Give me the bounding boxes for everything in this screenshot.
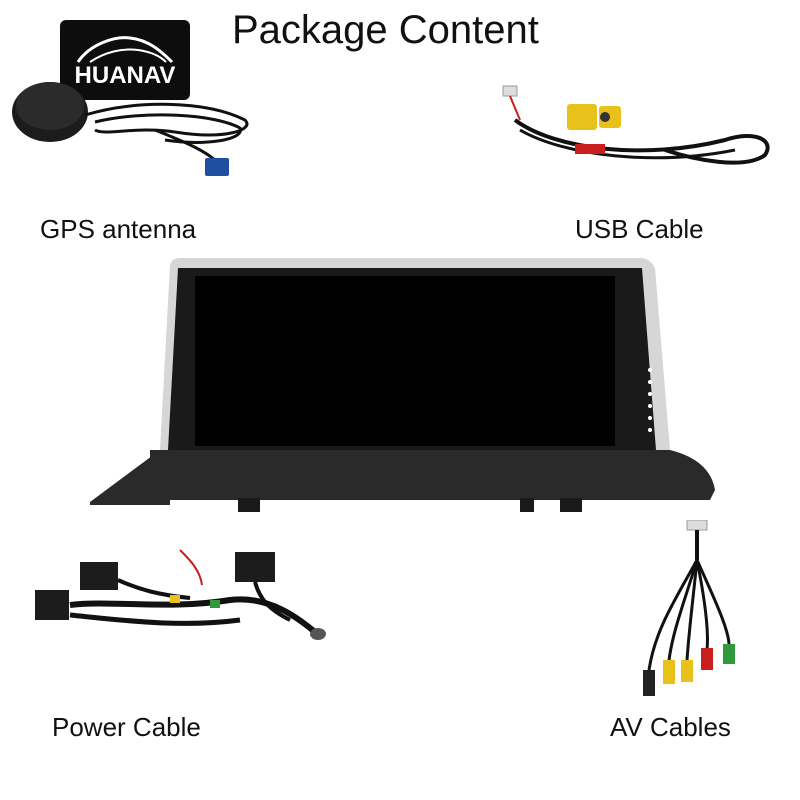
car-stereo-display-icon	[90, 258, 715, 512]
av-cables-item	[625, 519, 755, 700]
av-cables-label: AV Cables	[610, 712, 731, 742]
trim-wing-icon	[90, 450, 170, 505]
brand-name: HUANAV	[74, 62, 176, 89]
gps-antenna-label: GPS antenna	[40, 214, 197, 244]
page-title: Package Content	[232, 8, 539, 52]
usb-cable-icon	[502, 85, 770, 165]
gps-antenna-item	[5, 70, 265, 180]
brand-logo: HUANAV	[60, 20, 190, 100]
display-lower-trim	[90, 450, 170, 505]
car-stereo-display	[90, 250, 720, 520]
gps-antenna-icon	[12, 82, 249, 176]
power-cable-item	[30, 540, 330, 660]
usb-cable-item	[495, 80, 795, 180]
car-silhouette-icon	[76, 36, 174, 64]
power-cable-icon	[35, 549, 326, 640]
power-cable-label: Power Cable	[52, 712, 201, 742]
usb-cable-label: USB Cable	[575, 214, 704, 244]
av-cables-icon	[643, 519, 735, 696]
